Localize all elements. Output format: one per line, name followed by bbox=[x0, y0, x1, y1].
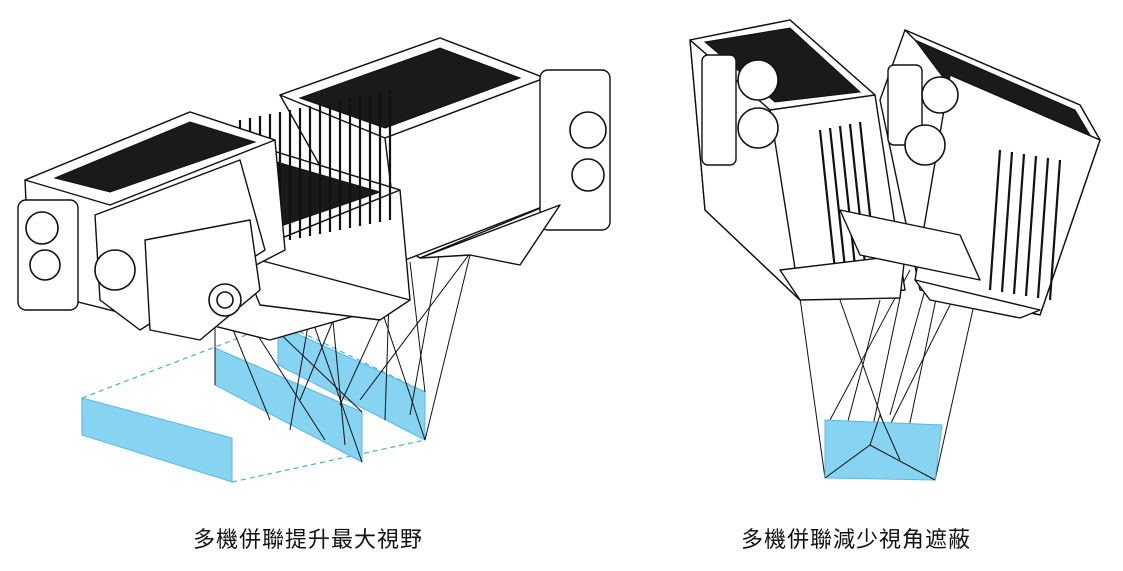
right-camera-fins bbox=[988, 149, 1062, 301]
left-panel bbox=[17, 37, 611, 483]
caption-left: 多機併聯提升最大視野 bbox=[193, 528, 424, 553]
camera-tilted-left bbox=[689, 19, 906, 301]
camera-front bbox=[17, 111, 286, 341]
caption-right: 多機併聯減少視角遮蔽 bbox=[741, 528, 972, 553]
fov-band-left bbox=[81, 397, 233, 483]
camera-tilted-right bbox=[839, 29, 1101, 319]
fov-overlap bbox=[824, 413, 943, 481]
right-panel bbox=[689, 19, 1101, 481]
